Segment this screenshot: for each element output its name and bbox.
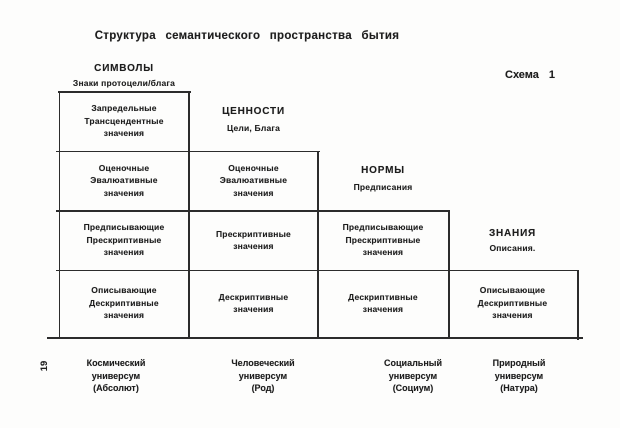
page-title: Структура семантического пространства бы… [94,30,400,42]
column-header-values: ЦЕННОСТИ Цели, Блага [189,106,318,133]
grid-line-left-edge [58,91,61,338]
grid-line-right-edge [577,269,579,340]
column-header-knowledge-subtitle: Описания. [489,243,536,253]
column-header-symbols-subtitle: Знаки протоцели/блага [72,78,176,88]
cell-symbols-prescriptive: Предписывающие Прескриптивные значения [83,222,165,258]
column-header-symbols: СИМВОЛЫ Знаки протоцели/блага [59,63,189,88]
column-header-values-subtitle: Цели, Блага [226,123,281,133]
cell-symbols-evaluative: Оценочные Эвалюативные значения [90,162,158,198]
cell-norms-descriptive: Дескриптивные значения [348,291,418,315]
grid-line-row1-top [58,91,191,93]
grid-line-bottom [47,337,583,339]
schema-label: Схема 1 [505,69,556,81]
column-header-norms-title: НОРМЫ [361,165,405,176]
universe-label-cosmic: Космический универсум (Абсолют) [86,358,146,393]
universe-label-natural: Природный универсум (Натура) [492,358,546,393]
column-header-symbols-title: СИМВОЛЫ [94,63,154,74]
column-header-knowledge-title: ЗНАНИЯ [488,228,537,239]
grid-line-col3-col4 [448,211,450,338]
cell-symbols-descriptive: Описывающие Дескриптивные значения [89,285,159,321]
cell-norms-prescriptive: Предписывающие Прескриптивные значения [342,222,424,258]
cell-values-prescriptive: Прескриптивные значения [216,228,291,252]
column-header-knowledge: ЗНАНИЯ Описания. [448,228,577,253]
universe-label-human: Человеческий универсум (Род) [231,358,295,393]
grid-line-col1-col2 [188,91,190,338]
cell-values-evaluative: Оценочные Эвалюативные значения [219,162,288,198]
column-header-norms-subtitle: Предписания [353,182,413,192]
column-header-norms: НОРМЫ Предписания [318,165,448,192]
grid-line-row3-top [56,210,450,212]
grid-line-col2-col3 [317,150,319,339]
page-number: 19 [39,360,50,372]
cell-values-descriptive: Дескриптивные значения [218,291,289,315]
column-header-values-title: ЦЕННОСТИ [222,106,285,117]
universe-label-social: Социальный универсум (Социум) [384,358,442,393]
cell-symbols-transcendent: Запредельные Трансцендентные значения [84,103,164,139]
cell-knowledge-descriptive: Описывающие Дескриптивные значения [477,285,548,321]
